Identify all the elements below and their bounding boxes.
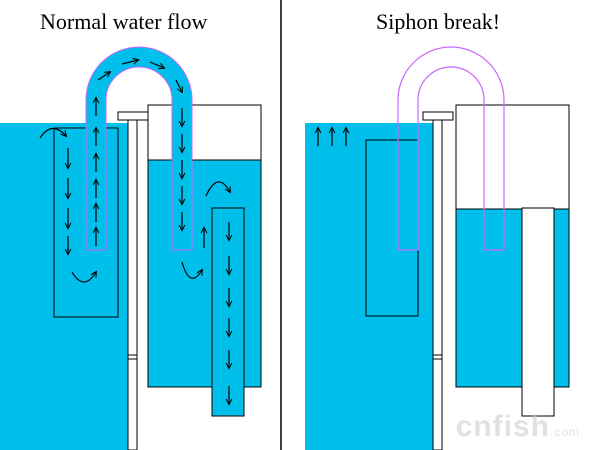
siphon-break-title: Siphon break!: [376, 9, 501, 34]
flow-arrows-prefilter: [39, 127, 96, 283]
normal-flow-panel: [0, 46, 262, 450]
siphon-break-panel: [305, 46, 570, 450]
normal-flow-title: Normal water flow: [40, 9, 208, 34]
tank-wall: [127, 111, 138, 450]
watermark-logo: cnfish.com: [455, 410, 580, 443]
main-tank-water: [0, 123, 128, 450]
siphon-tube-empty: [397, 46, 505, 251]
tank-wall-right: [432, 111, 443, 450]
flow-arrows-down-leg: [182, 108, 230, 279]
level-rising-arrows: [318, 128, 346, 146]
drain-box: [211, 207, 245, 417]
wall-cap-right: [422, 111, 454, 121]
flow-arrows-top: [97, 60, 182, 92]
wall-cap: [117, 111, 149, 121]
drain-box-right: [521, 207, 555, 417]
main-tank-water-right: [305, 123, 433, 450]
